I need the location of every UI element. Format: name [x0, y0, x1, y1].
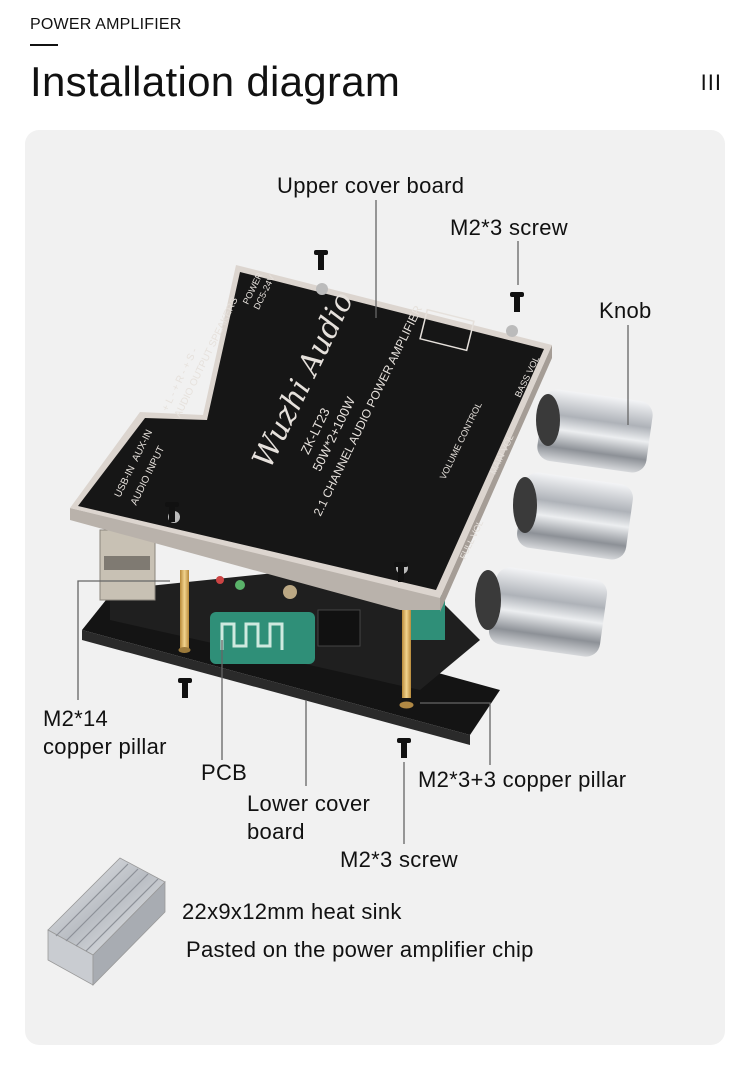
- leader-lines: [77, 200, 629, 844]
- label-lower-cover-line2: board: [247, 819, 305, 844]
- screw-lower-right-icon: [397, 738, 411, 758]
- label-screw-bottom: M2*3 screw: [340, 847, 458, 872]
- heat-sink-image: [47, 857, 166, 986]
- label-pcb: PCB: [201, 760, 248, 785]
- label-pillar-14-line1: M2*14: [43, 706, 109, 731]
- bluetooth-module: [210, 612, 315, 664]
- knob-full: [475, 567, 608, 657]
- section-underline: [30, 44, 58, 46]
- copper-pillars: [178, 570, 414, 709]
- heat-sink-note: Pasted on the power amplifier chip: [186, 937, 534, 962]
- screw-lower-left-icon: [178, 678, 192, 698]
- label-upper-cover: Upper cover board: [277, 173, 465, 198]
- label-screw-top: M2*3 screw: [450, 215, 568, 240]
- section-label: POWER AMPLIFIER: [30, 16, 182, 33]
- label-pillar-14-line2: copper pillar: [43, 734, 167, 759]
- screw-left-icon: [165, 502, 179, 522]
- label-lower-cover-line1: Lower cover: [247, 791, 371, 816]
- heat-sink-size: 22x9x12mm heat sink: [182, 899, 402, 924]
- board-logo-box: [419, 308, 475, 352]
- label-knob: Knob: [599, 298, 652, 323]
- screw-mid-icon: [394, 562, 408, 582]
- knob-main: [513, 472, 633, 560]
- knob-bass: [536, 389, 653, 473]
- screw-icons: [165, 250, 524, 758]
- page-mark: III: [700, 70, 722, 95]
- page-title: Installation diagram: [30, 58, 401, 105]
- label-pillar-33: M2*3+3 copper pillar: [418, 767, 627, 792]
- screw-top-left-icon: [314, 250, 328, 270]
- screw-top-right-icon: [510, 292, 524, 312]
